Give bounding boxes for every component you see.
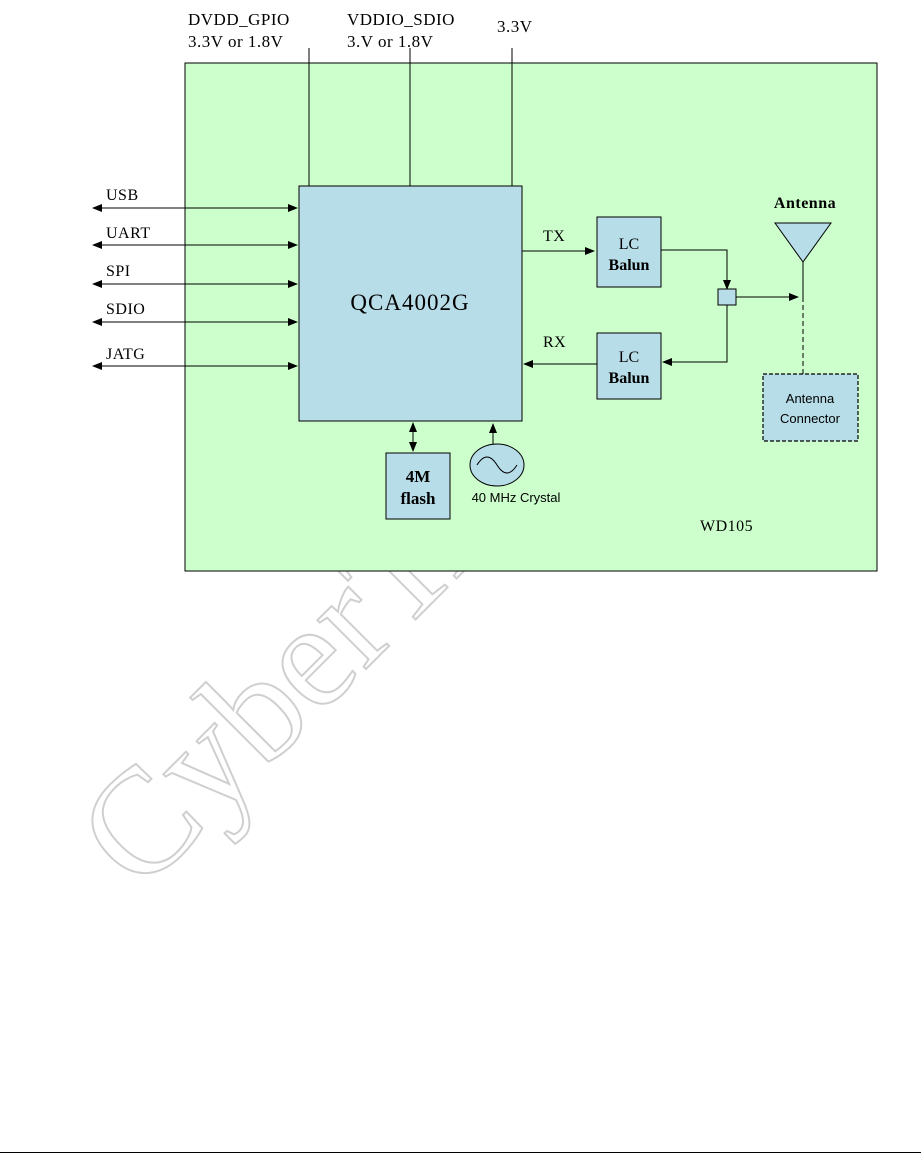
balun-rx-block [597, 333, 661, 399]
rail-vddio-sdio-name: VDDIO_SDIO [347, 10, 455, 29]
rail-dvdd-gpio-voltage: 3.3V or 1.8V [188, 32, 284, 51]
interface-label-spi: SPI [106, 263, 131, 280]
antenna-connector-line2: Connector [780, 411, 841, 426]
rail-dvdd-gpio-name: DVDD_GPIO [188, 10, 290, 29]
interface-label-sdio: SDIO [106, 301, 145, 318]
antenna-connector-line1: Antenna [786, 391, 835, 406]
balun-tx-line1: LC [619, 236, 639, 253]
rf-switch [718, 289, 736, 305]
flash-line1: 4M [406, 467, 431, 486]
page-bottom-rule [0, 1152, 921, 1153]
rail-vddio-sdio-voltage: 3.V or 1.8V [347, 32, 434, 51]
chip-label: QCA4002G [350, 290, 469, 315]
balun-rx-line2: Balun [609, 370, 650, 387]
interface-label-jatg: JATG [106, 346, 145, 363]
flash-block [386, 453, 450, 519]
crystal-label: 40 MHz Crystal [472, 490, 561, 505]
rail-3v3-voltage: 3.3V [497, 17, 533, 36]
flash-line2: flash [401, 489, 437, 508]
tx-label: TX [543, 228, 565, 245]
module-name: WD105 [700, 518, 753, 535]
interface-label-usb: USB [106, 187, 139, 204]
antenna-connector-block [763, 374, 858, 441]
balun-rx-line1: LC [619, 349, 639, 366]
rx-label: RX [543, 334, 566, 351]
interface-label-uart: UART [106, 225, 151, 242]
balun-tx-line2: Balun [609, 257, 650, 274]
antenna-label: Antenna [774, 195, 836, 212]
